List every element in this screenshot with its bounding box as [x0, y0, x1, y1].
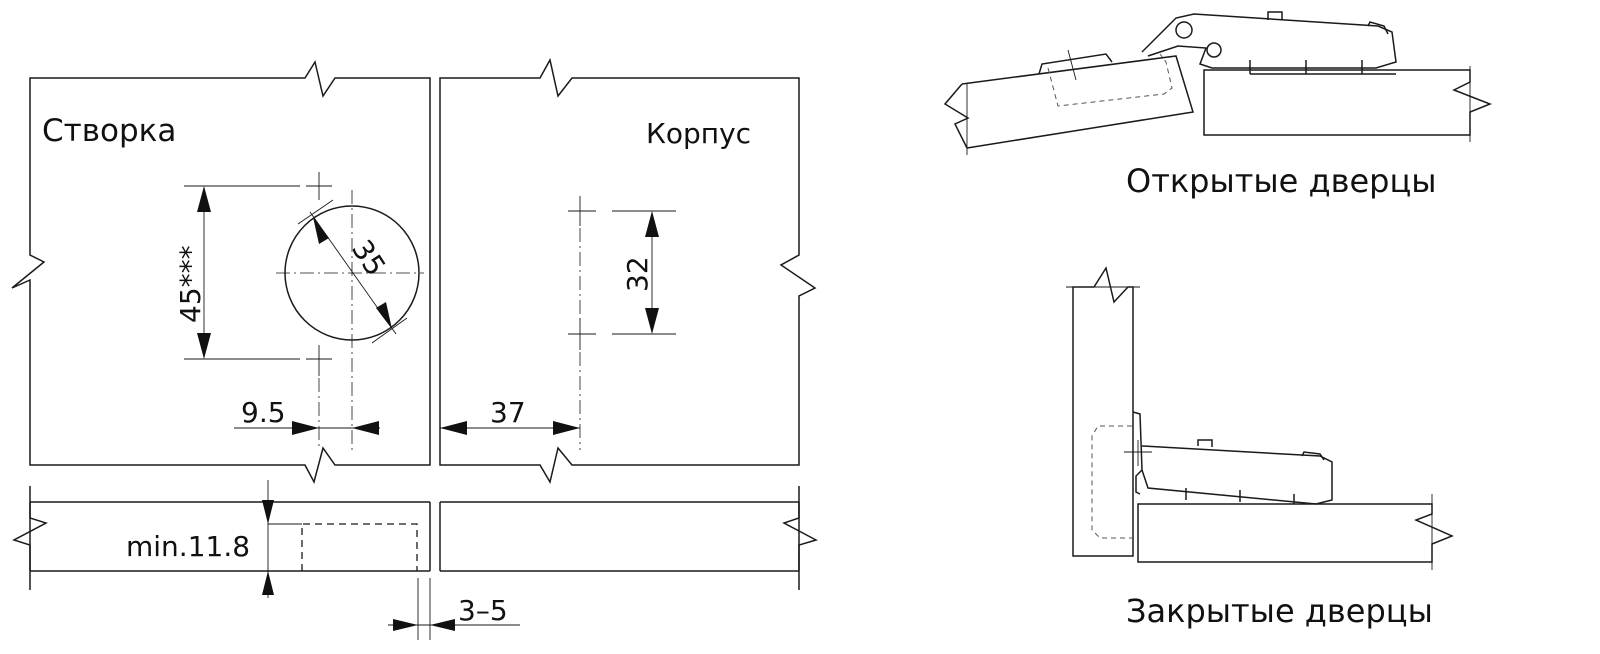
open-doors-caption: Открытые дверцы [1126, 162, 1437, 200]
door-front-view [11, 60, 431, 485]
closed-door-hinge-illustration [1066, 266, 1454, 570]
section-view [12, 480, 818, 640]
door-label: Створка [42, 113, 176, 149]
dim-min-thickness: min.11.8 [126, 530, 250, 563]
dim-plate-spacing: 32 [621, 256, 654, 292]
dim-hole-spacing: 45*** [174, 245, 207, 323]
cabinet-label: Корпус [646, 117, 751, 150]
cabinet-front-view [439, 57, 817, 484]
dim-gap: 3–5 [458, 594, 508, 627]
dim-edge-offset: 9.5 [241, 396, 286, 429]
open-door-hinge-illustration [943, 11, 1493, 155]
dim-plate-setback: 37 [490, 396, 526, 429]
closed-doors-caption: Закрытые дверцы [1126, 592, 1433, 630]
